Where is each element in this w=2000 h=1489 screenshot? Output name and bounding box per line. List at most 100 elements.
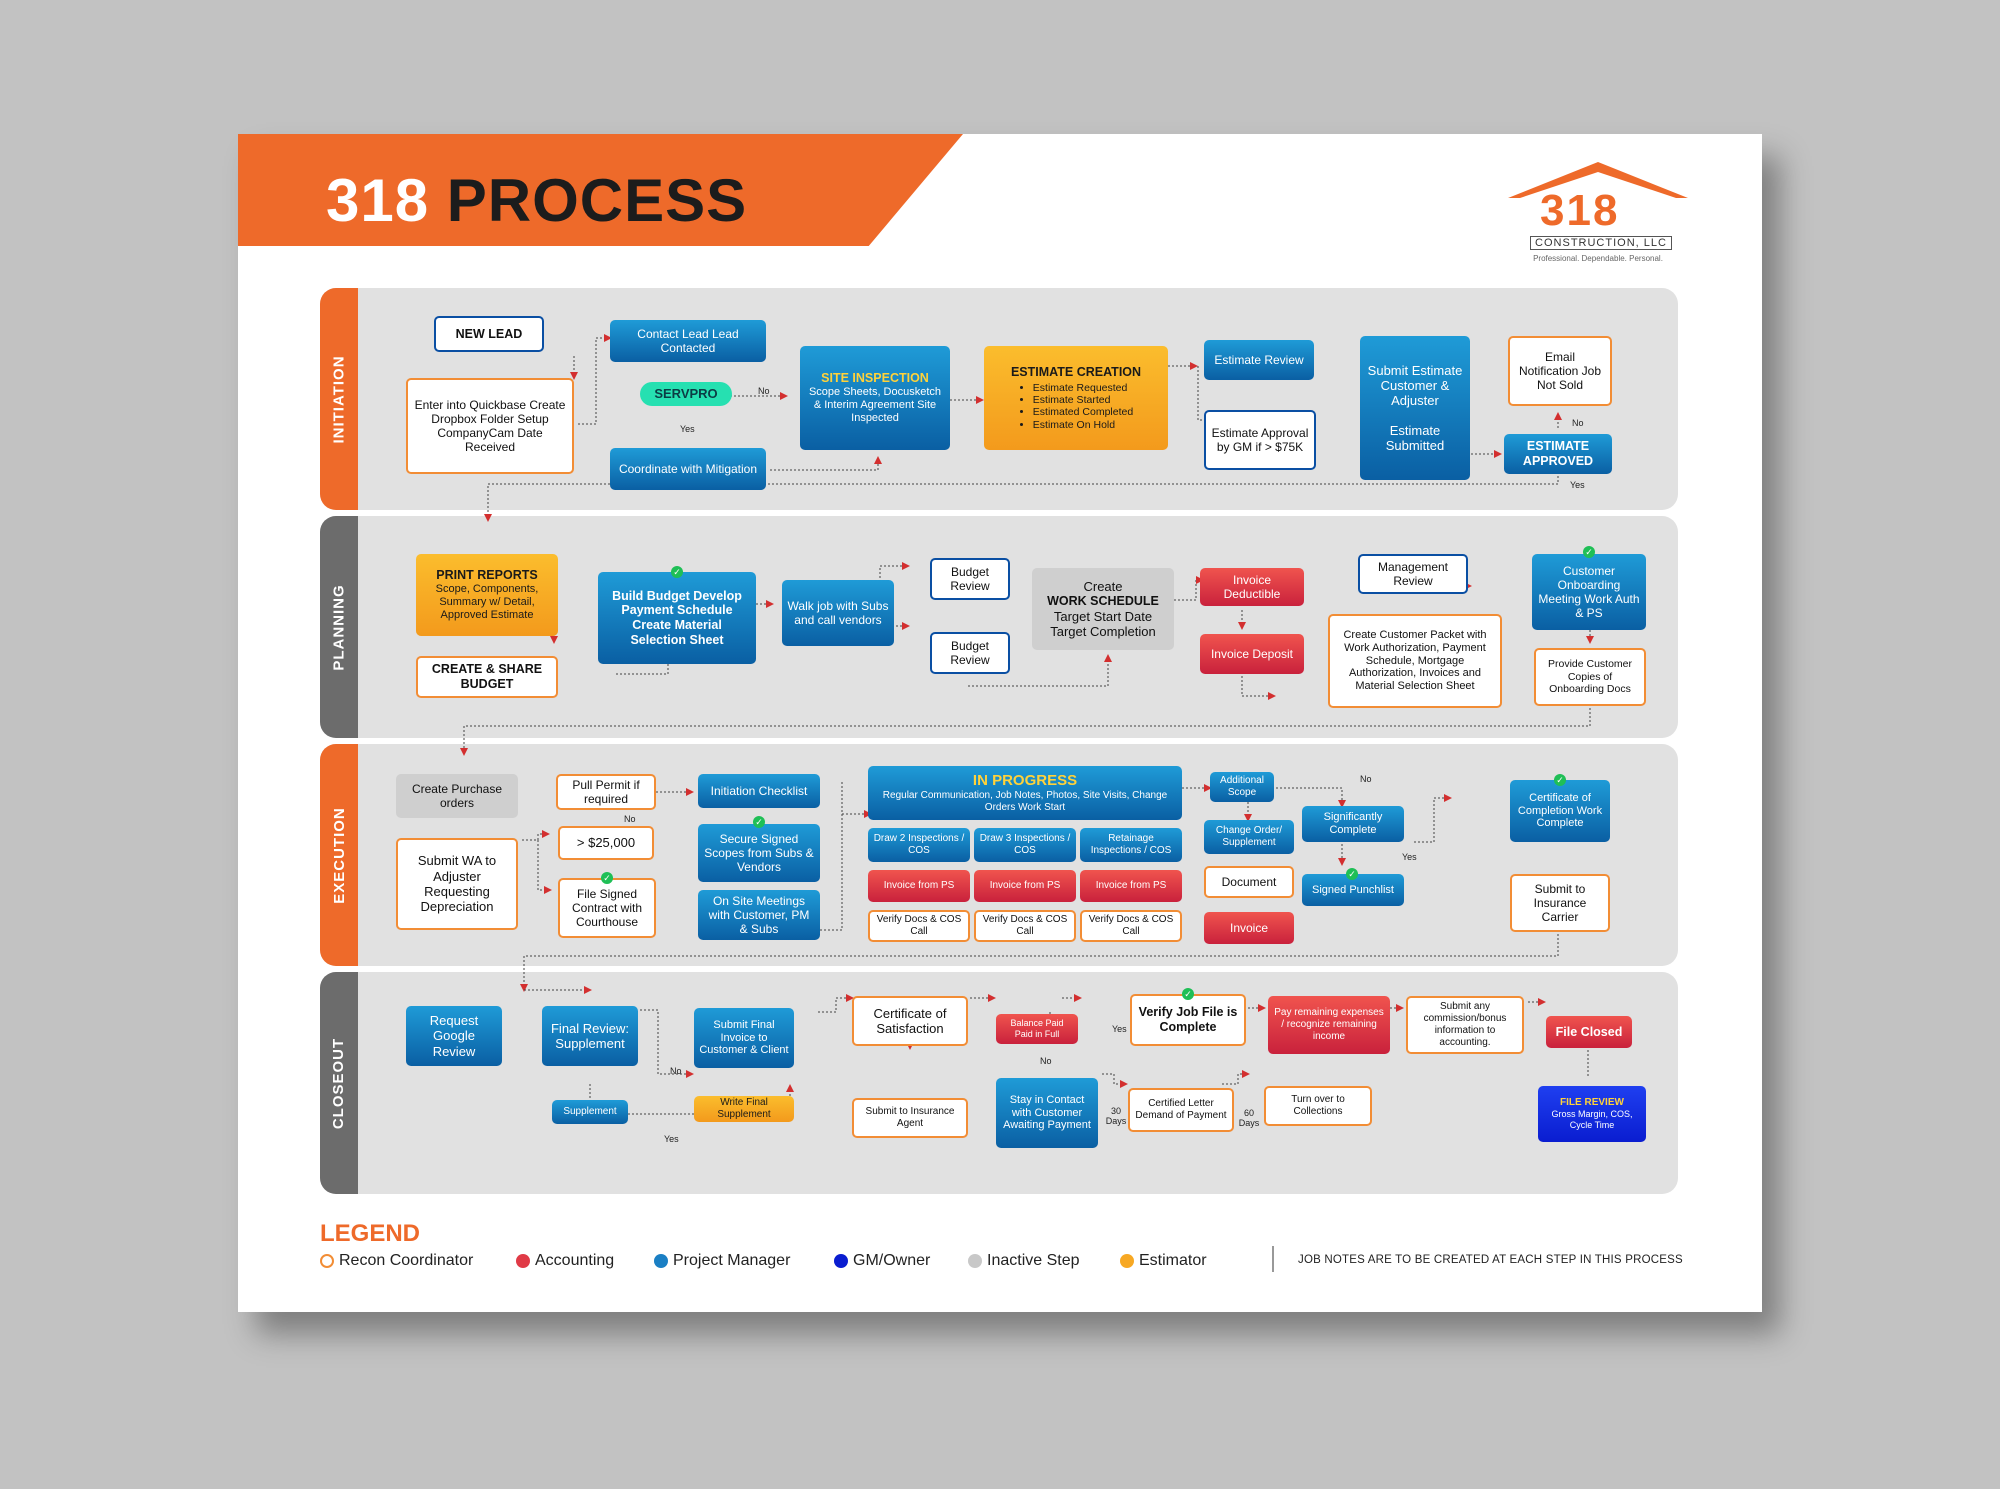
turn-over-collections-node[interactable]: Turn over to Collections — [1264, 1086, 1372, 1126]
verify-docs-2-node[interactable]: Verify Docs & COS Call — [974, 910, 1076, 942]
email-notification-node[interactable]: Email Notification Job Not Sold — [1508, 336, 1612, 406]
check-icon: ✓ — [1346, 868, 1358, 880]
certified-letter-node[interactable]: Certified Letter Demand of Payment — [1128, 1088, 1234, 1132]
additional-scope-decision[interactable]: Additional Scope — [1210, 772, 1274, 802]
draw-3-node[interactable]: Draw 3 Inspections / COS — [974, 828, 1076, 862]
lane-planning-tab: PLANNING — [320, 516, 358, 738]
legend-item-inactive-step: Inactive Step — [968, 1252, 1080, 1270]
submit-insurance-node[interactable]: Submit to Insurance Carrier — [1510, 874, 1610, 932]
invoice-ps-1-node[interactable]: Invoice from PS — [868, 870, 970, 902]
lane-label-planning: PLANNING — [330, 583, 348, 671]
house-roof-icon — [1508, 162, 1688, 198]
document-node[interactable]: Document — [1204, 866, 1294, 898]
legend-dot-icon — [968, 1254, 982, 1268]
legend-dot-icon — [320, 1254, 334, 1268]
coordinate-mitigation-node[interactable]: Coordinate with Mitigation — [610, 448, 766, 490]
legend-item-project-manager: Project Manager — [654, 1252, 790, 1270]
invoice-node[interactable]: Invoice — [1204, 912, 1294, 944]
in-progress-node[interactable]: IN PROGRESS Regular Communication, Job N… — [868, 766, 1182, 820]
site-inspection-node[interactable]: SITE INSPECTION Scope Sheets, Docusketch… — [800, 346, 950, 450]
process-sheet: 318 PROCESS 318 CONSTRUCTION, LLC Profes… — [238, 134, 1762, 1312]
servpro-decision[interactable]: SERVPRO — [640, 382, 732, 406]
verify-job-file-node[interactable]: Verify Job File is Complete — [1130, 994, 1246, 1046]
page-title: 318 PROCESS — [326, 166, 747, 235]
enter-quickbase-node[interactable]: Enter into Quickbase Create Dropbox Fold… — [406, 378, 574, 474]
submit-wa-node[interactable]: Submit WA to Adjuster Requesting Depreci… — [396, 838, 518, 930]
create-share-budget-node[interactable]: CREATE & SHARE BUDGET — [416, 656, 558, 698]
invoice-deposit-node[interactable]: Invoice Deposit — [1200, 634, 1304, 674]
submit-estimate-node[interactable]: Submit Estimate Customer & Adjuster Esti… — [1360, 336, 1470, 480]
approved-no-label: No — [1572, 418, 1584, 428]
title-word: PROCESS — [446, 167, 748, 234]
threshold-decision[interactable]: > $25,000 — [558, 826, 654, 860]
build-budget-node[interactable]: Build Budget Develop Payment Schedule Cr… — [598, 572, 756, 664]
walk-job-node[interactable]: Walk job with Subs and call vendors — [782, 580, 894, 646]
submit-commission-node[interactable]: Submit any commission/bonus information … — [1406, 996, 1524, 1054]
estimate-creation-node[interactable]: ESTIMATE CREATION Estimate Requested Est… — [984, 346, 1168, 450]
request-google-node[interactable]: Request Google Review — [406, 1006, 502, 1066]
verify-docs-1-node[interactable]: Verify Docs & COS Call — [868, 910, 970, 942]
customer-packet-node[interactable]: Create Customer Packet with Work Authori… — [1328, 614, 1502, 708]
legend-item-accounting: Accounting — [516, 1252, 614, 1270]
significantly-complete-decision[interactable]: Significantly Complete — [1302, 806, 1404, 842]
secure-scopes-node[interactable]: Secure Signed Scopes from Subs & Vendors — [698, 824, 820, 882]
certificate-satisfaction-node[interactable]: Certificate of Satisfaction — [852, 996, 968, 1046]
legend-item-estimator: Estimator — [1120, 1252, 1207, 1270]
check-icon: ✓ — [671, 566, 683, 578]
draw-2-node[interactable]: Draw 2 Inspections / COS — [868, 828, 970, 862]
retainage-node[interactable]: Retainage Inspections / COS — [1080, 828, 1182, 862]
legend-dot-icon — [1120, 1254, 1134, 1268]
company-logo: 318 CONSTRUCTION, LLC Professional. Depe… — [1508, 160, 1688, 270]
new-lead-node[interactable]: NEW LEAD — [434, 316, 544, 352]
check-icon: ✓ — [601, 872, 613, 884]
provide-copies-node[interactable]: Provide Customer Copies of Onboarding Do… — [1534, 648, 1646, 706]
check-icon: ✓ — [1583, 546, 1595, 558]
pull-permit-node[interactable]: Pull Permit if required — [556, 774, 656, 810]
create-po-node[interactable]: Create Purchase orders — [396, 774, 518, 818]
legend-item-recon-coordinator: Recon Coordinator — [320, 1252, 473, 1270]
print-reports-node[interactable]: PRINT REPORTS Scope, Components, Summary… — [416, 554, 558, 636]
invoice-ps-2-node[interactable]: Invoice from PS — [974, 870, 1076, 902]
pay-remaining-node[interactable]: Pay remaining expenses / recognize remai… — [1268, 996, 1390, 1054]
stay-in-contact-node[interactable]: Stay in Contact with Customer Awaiting P… — [996, 1078, 1098, 1148]
file-review-node[interactable]: FILE REVIEW Gross Margin, COS, Cycle Tim… — [1538, 1086, 1646, 1142]
servpro-yes-label: Yes — [680, 424, 695, 434]
initiation-checklist-node[interactable]: Initiation Checklist — [698, 774, 820, 808]
submit-final-invoice-node[interactable]: Submit Final Invoice to Customer & Clien… — [694, 1008, 794, 1068]
legend-dot-icon — [516, 1254, 530, 1268]
lane-label-closeout: CLOSEOUT — [330, 1037, 348, 1129]
balance-paid-decision[interactable]: Balance Paid Paid in Full — [996, 1014, 1078, 1044]
customer-onboarding-node[interactable]: Customer Onboarding Meeting Work Auth & … — [1532, 554, 1646, 630]
lane-closeout-tab: CLOSEOUT — [320, 972, 358, 1194]
lane-execution-tab: EXECUTION — [320, 744, 358, 966]
submit-insurance-agent-node[interactable]: Submit to Insurance Agent — [852, 1098, 968, 1138]
title-number: 318 — [326, 167, 430, 234]
certificate-completion-node[interactable]: Certificate of Completion Work Complete — [1510, 780, 1610, 842]
estimate-approved-decision[interactable]: ESTIMATE APPROVED — [1504, 434, 1612, 474]
work-schedule-node[interactable]: Create WORK SCHEDULE Target Start Date T… — [1032, 568, 1174, 650]
lane-initiation-tab: INITIATION — [320, 288, 358, 510]
estimate-status-list: Estimate Requested Estimate Started Esti… — [1019, 382, 1133, 432]
servpro-no-label: No — [758, 386, 770, 396]
budget-review-1-node[interactable]: Budget Review — [930, 558, 1010, 600]
legend-divider — [1272, 1246, 1274, 1272]
file-closed-node[interactable]: File Closed — [1546, 1016, 1632, 1048]
supplement-node[interactable]: Supplement — [552, 1100, 628, 1124]
onsite-meetings-node[interactable]: On Site Meetings with Customer, PM & Sub… — [698, 890, 820, 940]
logo-digits: 318 — [1540, 186, 1620, 235]
verify-docs-3-node[interactable]: Verify Docs & COS Call — [1080, 910, 1182, 942]
file-signed-node[interactable]: File Signed Contract with Courthouse — [558, 878, 656, 938]
write-final-supplement-node[interactable]: Write Final Supplement — [694, 1096, 794, 1122]
invoice-ps-3-node[interactable]: Invoice from PS — [1080, 870, 1182, 902]
final-review-decision[interactable]: Final Review: Supplement — [542, 1006, 638, 1066]
estimate-review-node[interactable]: Estimate Review — [1204, 340, 1314, 380]
estimate-approval-gm-node[interactable]: Estimate Approval by GM if > $75K — [1204, 410, 1316, 470]
invoice-deductible-node[interactable]: Invoice Deductible — [1200, 568, 1304, 606]
logo-tagline: Professional. Dependable. Personal. — [1533, 254, 1663, 263]
budget-review-2-node[interactable]: Budget Review — [930, 632, 1010, 674]
final-review-yes-label: Yes — [664, 1134, 679, 1144]
change-order-node[interactable]: Change Order/ Supplement — [1204, 820, 1294, 854]
contact-lead-node[interactable]: Contact Lead Lead Contacted — [610, 320, 766, 362]
legend-dot-icon — [654, 1254, 668, 1268]
management-review-node[interactable]: Management Review — [1358, 554, 1468, 594]
